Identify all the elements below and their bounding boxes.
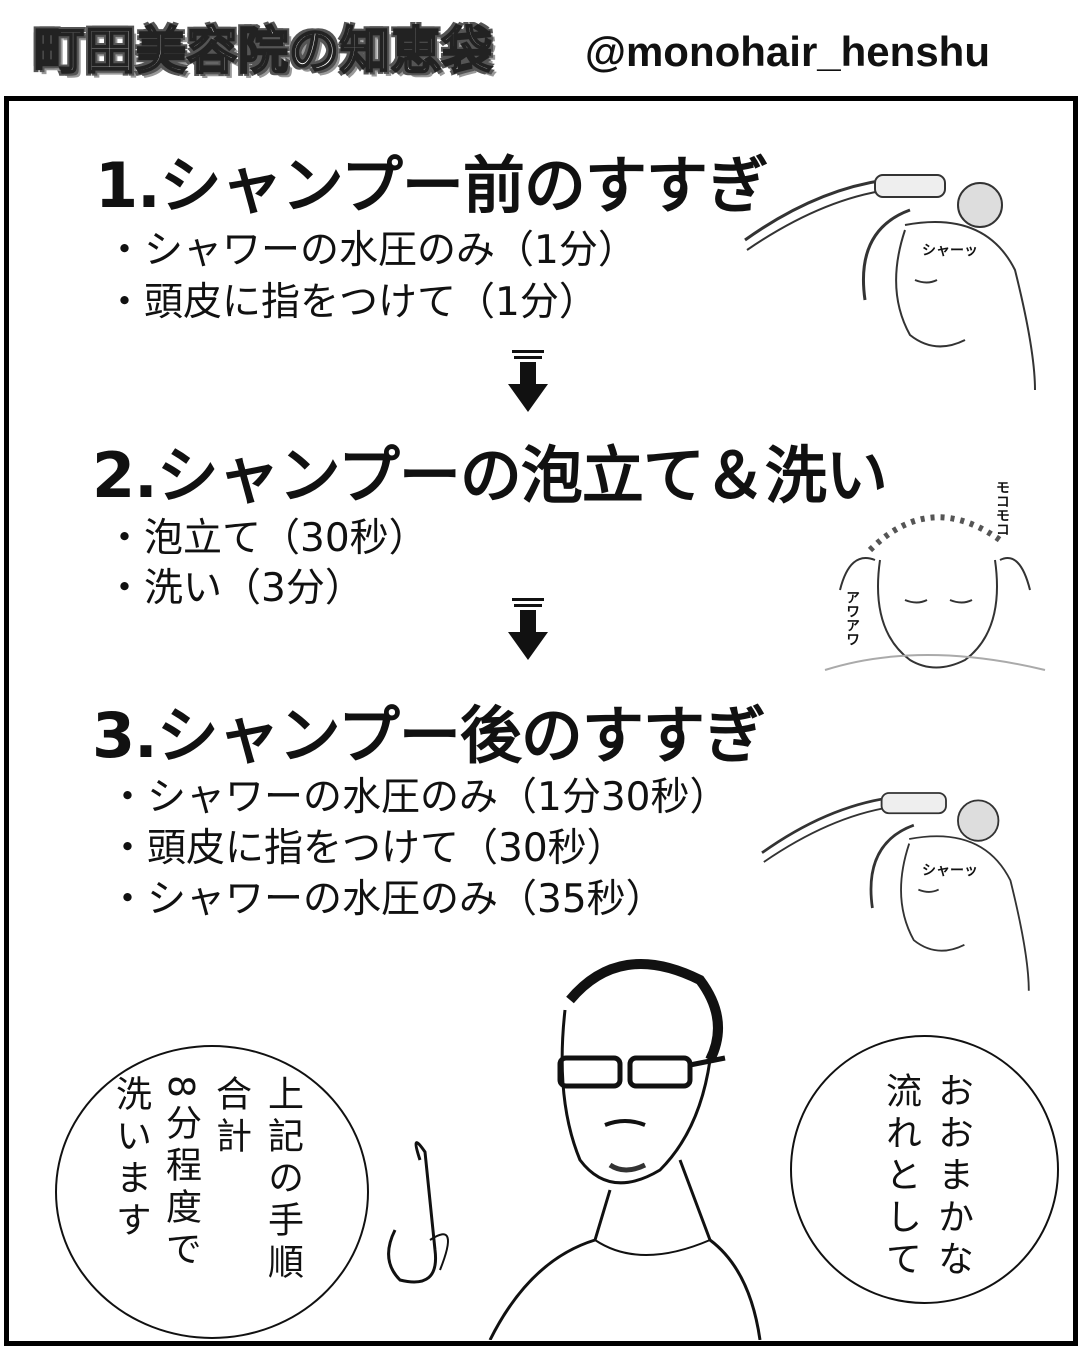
- bubble-line: 上記の手順: [262, 1075, 303, 1285]
- account-handle: @monohair_henshu: [585, 28, 990, 75]
- speech-bubble-right: おおまかな 流れとして: [790, 1035, 1059, 1304]
- content-frame: [4, 96, 1078, 1346]
- bubble-line: 合計: [210, 1075, 251, 1159]
- speech-bubble-left: 上記の手順 合計 8分程度で 洗います: [55, 1045, 369, 1339]
- sfx-shower: シャーッ: [922, 243, 978, 259]
- step-3-bullet: ・頭皮に指をつけて（30秒）: [108, 826, 626, 871]
- step-1-title: 1.シャンプー前のすすぎ: [95, 149, 769, 222]
- stylist-illustration: [387, 959, 762, 1340]
- bubble-line: 洗います: [110, 1075, 151, 1243]
- step-1-bullet: ・シャワーの水圧のみ（1分）: [105, 228, 637, 273]
- lather-illustration: [824, 514, 1046, 671]
- step-2-title: 2.シャンプーの泡立て＆洗い: [92, 439, 888, 512]
- rinse-illustration: [744, 174, 1036, 391]
- step-3-title: 3.シャンプー後のすすぎ: [92, 699, 766, 772]
- sfx-moko: モコモコ: [994, 480, 1010, 536]
- step-2-bullet: ・洗い（3分）: [105, 566, 364, 611]
- down-arrow-icon: [508, 598, 548, 660]
- step-3-bullet: ・シャワーの水圧のみ（35秒）: [108, 877, 665, 922]
- step-2-bullet: ・泡立て（30秒）: [105, 516, 428, 561]
- sfx-shower: シャーッ: [922, 863, 978, 879]
- down-arrow-icon: [508, 350, 548, 412]
- bubble-line: 8分程度で: [160, 1075, 201, 1272]
- sfx-awa: アワアワ: [844, 590, 860, 646]
- rinse-illustration: [761, 792, 1030, 991]
- step-3-bullet: ・シャワーの水圧のみ（1分30秒）: [108, 775, 729, 820]
- bubble-line: おおまかな: [932, 1072, 973, 1282]
- bubble-line: 流れとして: [880, 1072, 921, 1282]
- brand-logo: 町田美容院の知恵袋: [33, 21, 493, 81]
- step-1-bullet: ・頭皮に指をつけて（1分）: [105, 280, 598, 325]
